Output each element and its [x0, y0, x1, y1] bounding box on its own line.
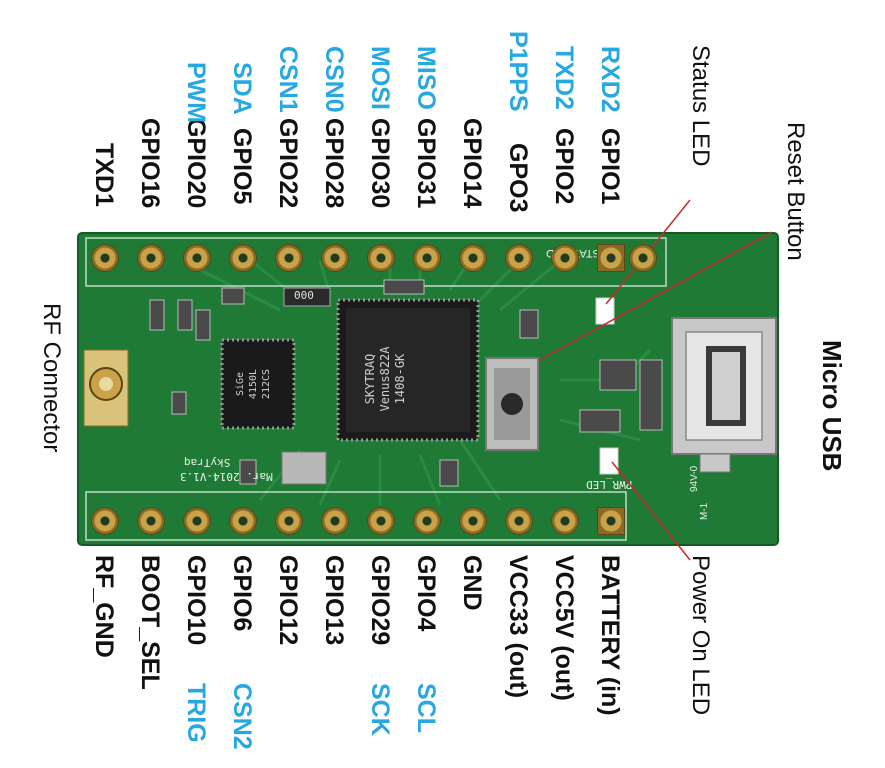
top-pin-5: [322, 245, 348, 271]
top-pin-3-function: SDA: [228, 61, 256, 115]
mark-silk: M-1: [699, 502, 710, 520]
top-pin-3: [230, 245, 256, 271]
top-pin-1-label: GPIO16: [136, 118, 164, 209]
bottom-pin-8: [460, 508, 486, 534]
bottom-pin-4-label: GPIO12: [274, 555, 302, 646]
top-pin-6: [368, 245, 394, 271]
top-pin-11: [598, 245, 624, 271]
lna-chip-line1: SiGe: [235, 371, 246, 397]
top-pin-1: [138, 245, 164, 271]
top-pin-5-function: CSN0: [320, 46, 348, 113]
bottom-pin-1-label: BOOT_SEL: [136, 555, 164, 690]
bottom-pin-11: [598, 508, 624, 534]
resistor-text: 000: [294, 289, 314, 302]
top-pin-4-function: CSN1: [274, 46, 302, 113]
bottom-pin-9: [506, 508, 532, 534]
bottom-pin-5-label: GPIO13: [320, 555, 348, 646]
top-pin-11-label: GPIO1: [596, 127, 624, 204]
top-pin-6-function: MOSI: [366, 46, 394, 110]
bottom-pin-6-function: SCK: [366, 683, 394, 736]
top-pin-3-label: GPIO5: [228, 127, 256, 204]
top-pin-9: [506, 245, 532, 271]
smd-components: [149, 279, 663, 487]
main-chip-line1: SKYTRAQ: [363, 353, 377, 405]
bottom-pin-9-label: VCC33 (out): [504, 555, 532, 699]
top-pin-10-function: TXD2: [550, 46, 578, 110]
top-pin-2: [184, 245, 210, 271]
rf-connector: [83, 349, 129, 427]
main-chip-line2: Venus822A: [378, 346, 392, 412]
micro-usb-connector: [671, 317, 777, 473]
brand-silk: SkyTraq: [184, 456, 231, 469]
bottom-pin-1: [138, 508, 164, 534]
top-pin-5-label: GPIO28: [320, 118, 348, 209]
top-pin-9-label: GPO3: [504, 143, 532, 213]
bottom-pin-3-function: CSN2: [228, 683, 256, 750]
top-pin-0-label: TXD1: [90, 143, 118, 207]
top-pin-4: [276, 245, 302, 271]
resistor: [283, 287, 331, 307]
lna-chip-text: SiGe 4150L 212CS: [234, 352, 273, 416]
bottom-pin-6-label: GPIO29: [366, 555, 394, 646]
skytraq-chip: [336, 298, 480, 442]
bottom-pin-10: [552, 508, 578, 534]
top-pin-2-function: PWM: [182, 61, 210, 123]
bottom-pin-4: [276, 508, 302, 534]
top-pin-9-function: P1PPS: [504, 30, 532, 112]
crystal: [281, 451, 327, 485]
main-chip-text: SKYTRAQ Venus822A 1408-GK: [363, 329, 408, 429]
top-pin-4-label: GPIO22: [274, 118, 302, 209]
bottom-pin-10-label: VCC5V (out): [550, 555, 578, 701]
top-pin-7-label: GPIO31: [412, 118, 440, 209]
top-pin-11-function: RXD2: [596, 46, 624, 113]
top-pin-7-function: MISO: [412, 46, 440, 110]
top-pin-8-label: GPIO14: [458, 118, 486, 209]
bottom-pin-7: [414, 508, 440, 534]
top-pin-7: [414, 245, 440, 271]
top-pin-6-label: GPIO30: [366, 118, 394, 209]
pwr-led-silk: PWR_LED: [586, 478, 633, 491]
status-led: [595, 297, 615, 325]
revision-silk: Mar. 2014-V1.3: [180, 470, 273, 483]
rating-silk: 94V-0: [689, 465, 700, 492]
top-pin-0: [92, 245, 118, 271]
reset-button: [485, 357, 539, 451]
bottom-pin-5: [322, 508, 348, 534]
sige-lna-chip: [220, 338, 296, 430]
top-pin-8: [460, 245, 486, 271]
top-pin-10-label: GPIO2: [550, 127, 578, 204]
bottom-pin-2-label: GPIO10: [182, 555, 210, 646]
main-chip-line3: 1408-GK: [393, 353, 407, 405]
bottom-pin-2: [184, 508, 210, 534]
bottom-pin-0-label: RF_GND: [90, 555, 118, 658]
bottom-pin-0: [92, 508, 118, 534]
bottom-pin-6: [368, 508, 394, 534]
bottom-pin-11-label: BATTERY (in): [596, 555, 624, 716]
bottom-pin-7-label: GPIO4: [412, 555, 440, 632]
top-pin-extra: [630, 245, 656, 271]
bottom-pin-7-function: SCL: [412, 683, 440, 733]
bottom-pin-8-label: GND: [458, 555, 486, 611]
top-pin-10: [552, 245, 578, 271]
lna-chip-line3: 212CS: [261, 368, 272, 400]
power-led: [599, 447, 619, 475]
bottom-pin-3: [230, 508, 256, 534]
bottom-pin-3-label: GPIO6: [228, 555, 256, 632]
top-pin-2-label: GPIO20: [182, 118, 210, 209]
bottom-pin-2-function: TRIG: [182, 683, 210, 743]
lna-chip-line2: 4150L: [248, 368, 259, 400]
